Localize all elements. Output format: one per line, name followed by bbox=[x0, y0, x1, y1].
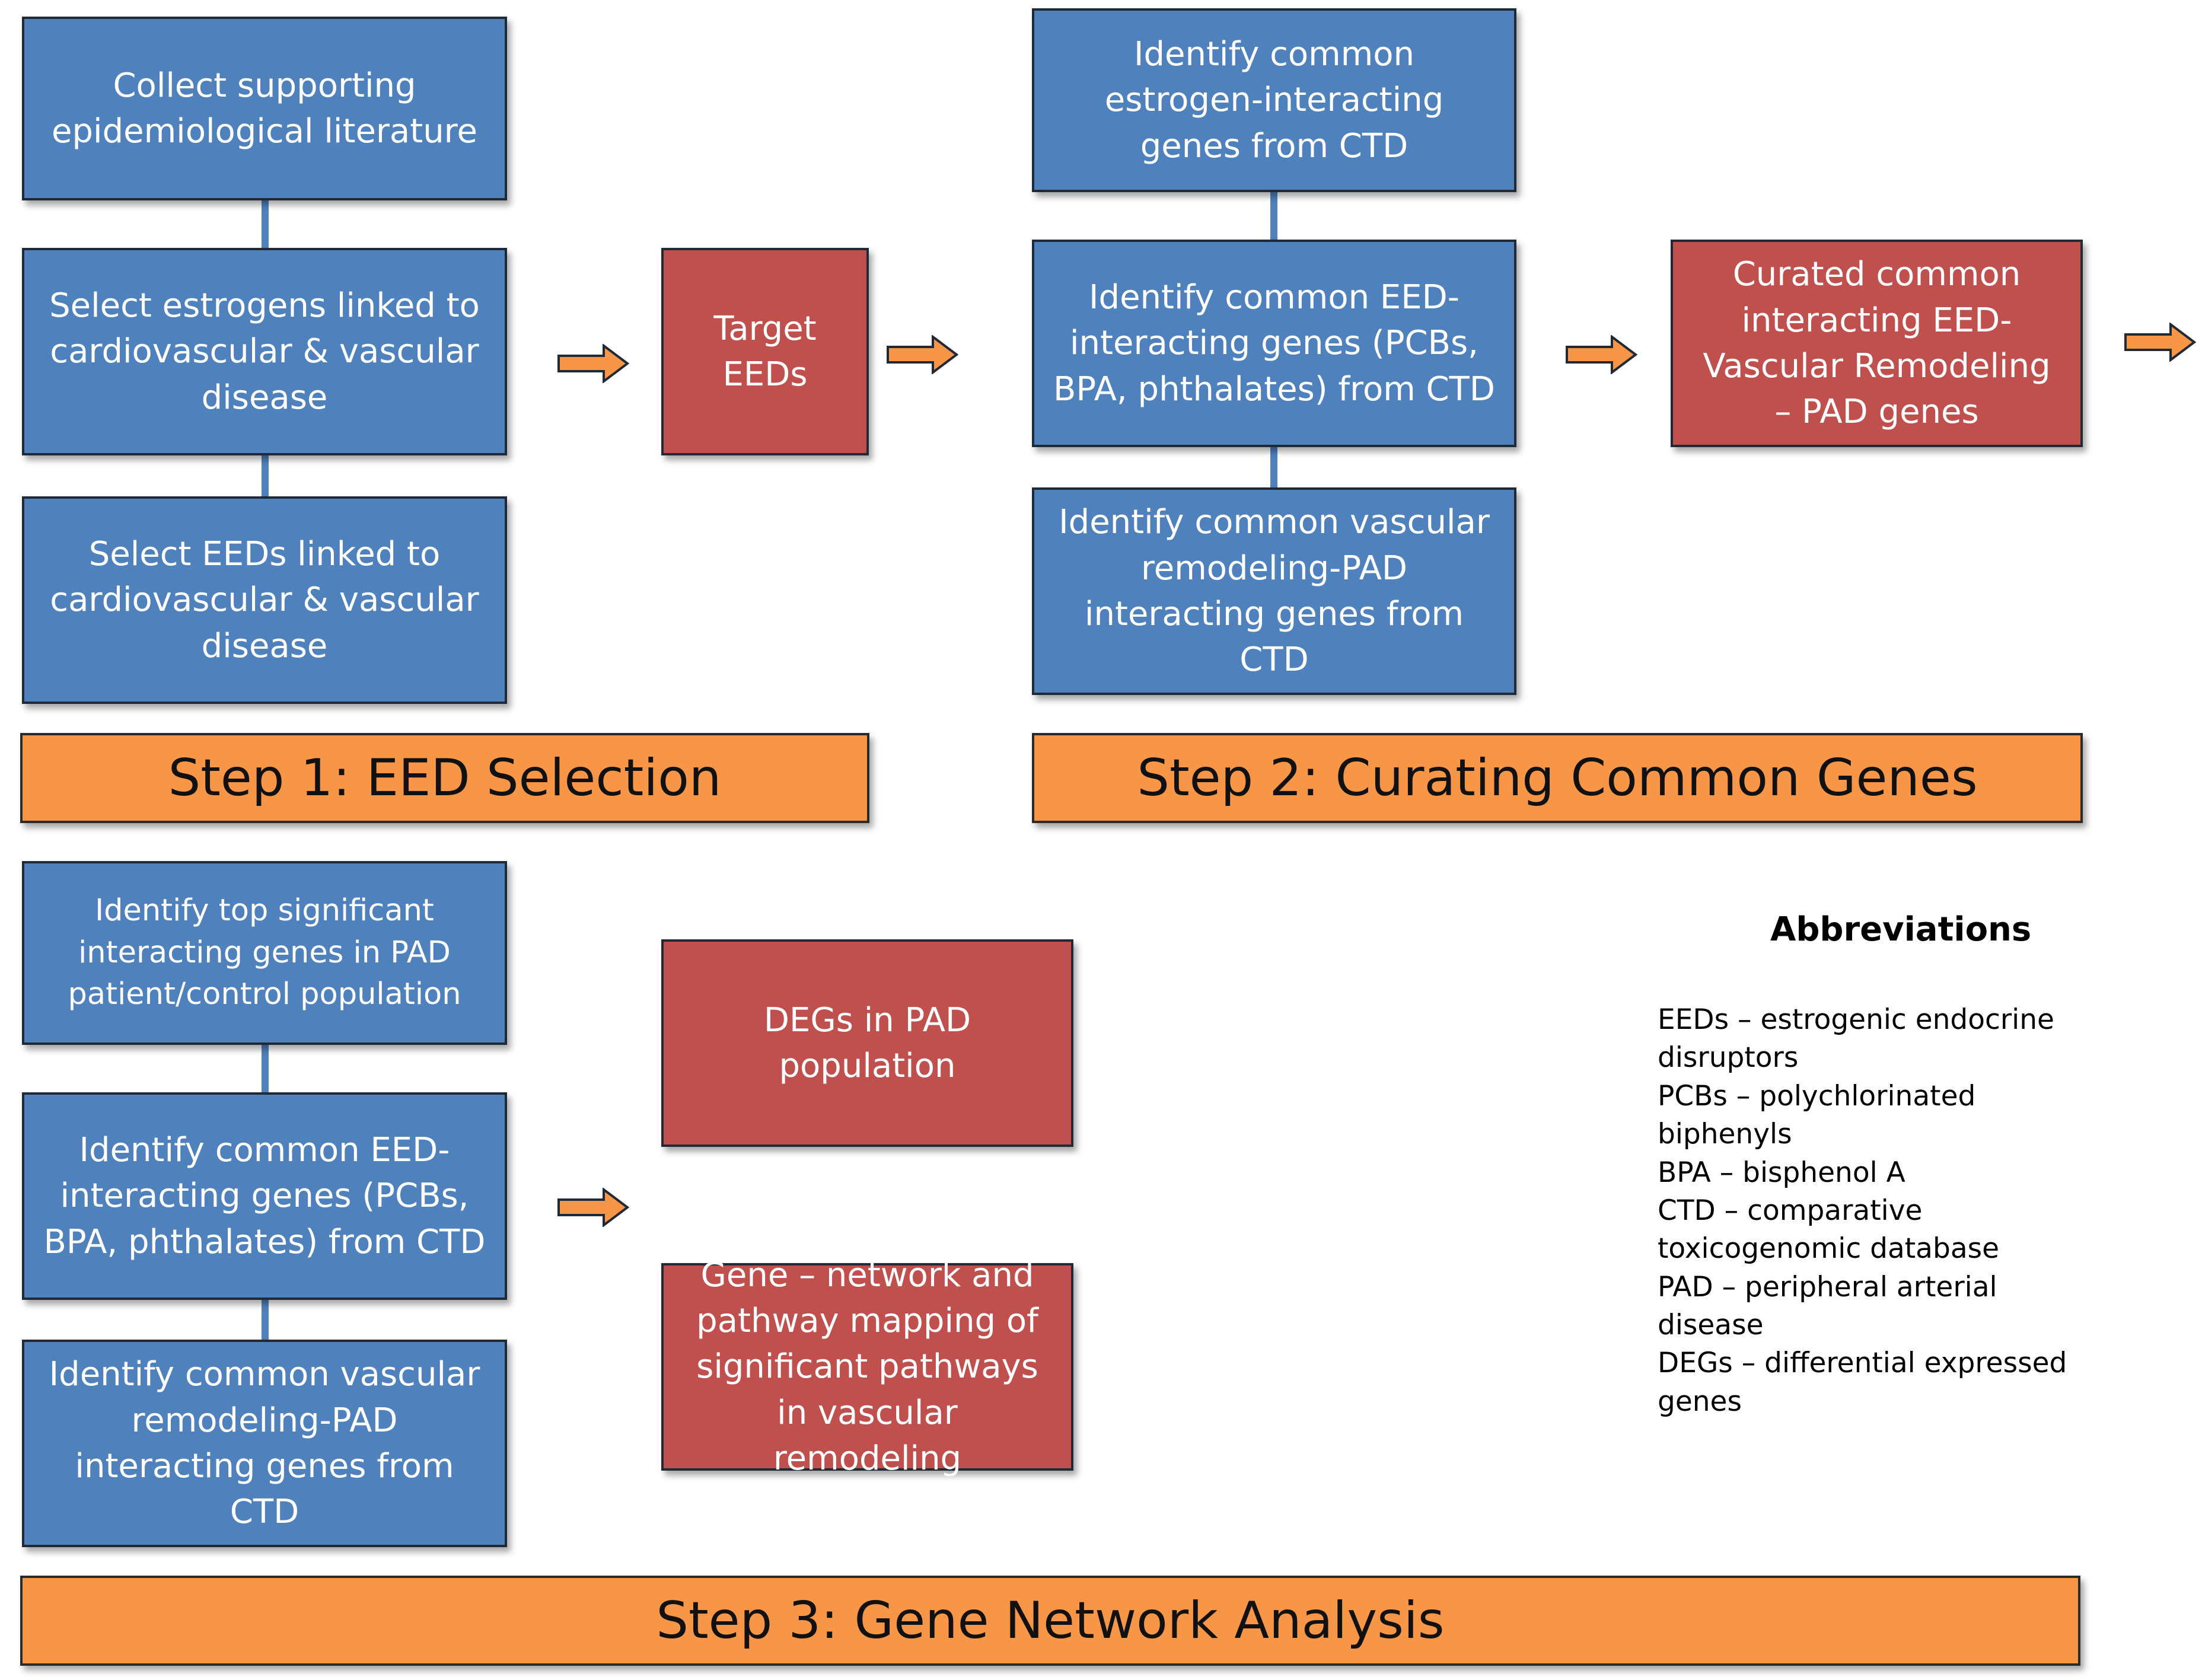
abbreviation-item: BPA – bisphenol A bbox=[1658, 1156, 1905, 1189]
arrow-icon bbox=[557, 344, 630, 383]
step3-connector-2 bbox=[262, 1296, 269, 1343]
abbreviation-item: PAD – peripheral arterial disease bbox=[1658, 1270, 1997, 1341]
step1-target-eeds-box: Target EEDs bbox=[661, 248, 869, 455]
arrow-icon bbox=[1566, 335, 1638, 374]
step1-select-eeds-box: Select EEDs linked to cardiovascular & v… bbox=[22, 496, 507, 704]
abbreviation-item: CTD – comparative toxicogenomic database bbox=[1658, 1194, 2000, 1265]
step3-degs-box: DEGs in PAD population bbox=[661, 939, 1073, 1147]
step3-vascular-pad-genes-box: Identify common vascular remodeling-PAD … bbox=[22, 1340, 507, 1547]
step1-select-estrogens-box: Select estrogens linked to cardiovascula… bbox=[22, 248, 507, 455]
arrow-icon bbox=[557, 1188, 630, 1227]
abbreviation-item: EEDs – estrogenic endocrine disruptors bbox=[1658, 1003, 2054, 1075]
step3-banner: Step 3: Gene Network Analysis bbox=[20, 1576, 2080, 1666]
step1-connector-1 bbox=[262, 196, 269, 249]
step3-connector-1 bbox=[262, 1041, 269, 1097]
step2-estrogen-genes-box: Identify common estrogen-interacting gen… bbox=[1032, 8, 1516, 192]
abbreviation-item: PCBs – polychlorinated biphenyls bbox=[1658, 1079, 1976, 1151]
step2-connector-2 bbox=[1270, 445, 1277, 492]
step2-banner: Step 2: Curating Common Genes bbox=[1032, 733, 2083, 823]
step3-top-genes-box: Identify top significant interacting gen… bbox=[22, 861, 507, 1045]
step3-network-mapping-box: Gene – network and pathway mapping of si… bbox=[661, 1256, 1073, 1478]
abbreviations-list: EEDs – estrogenic endocrine disruptors P… bbox=[1658, 1001, 2085, 1421]
step1-collect-literature-box: Collect supporting epidemiological liter… bbox=[22, 17, 507, 200]
step1-banner: Step 1: EED Selection bbox=[20, 733, 869, 823]
step2-curated-genes-box: Curated common interacting EED-Vascular … bbox=[1671, 240, 2083, 447]
arrow-icon bbox=[887, 335, 959, 374]
step1-connector-2 bbox=[262, 454, 269, 498]
abbreviation-item: DEGs – differential expressed genes bbox=[1658, 1347, 2067, 1418]
step3-eed-genes-box: Identify common EED-interacting genes (P… bbox=[22, 1092, 507, 1300]
step2-vascular-pad-genes-box: Identify common vascular remodeling-PAD … bbox=[1032, 487, 1516, 695]
abbreviations-title: Abbreviations bbox=[1770, 910, 2032, 949]
step2-connector-1 bbox=[1270, 189, 1277, 242]
arrow-icon bbox=[2124, 323, 2197, 362]
step2-eed-genes-box: Identify common EED-interacting genes (P… bbox=[1032, 240, 1516, 447]
